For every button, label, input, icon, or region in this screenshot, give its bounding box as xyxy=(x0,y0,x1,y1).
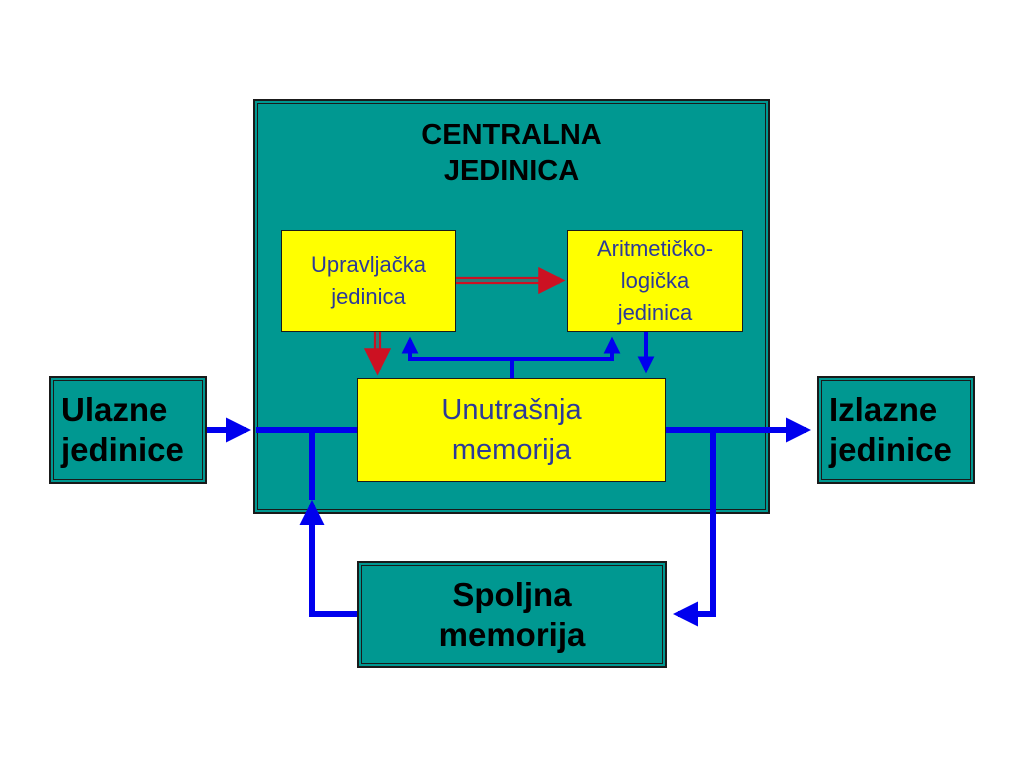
internal-memory-box: Unutrašnja memorija xyxy=(357,378,666,482)
input-units-label: Ulazne jedinice xyxy=(61,391,184,468)
internal-memory-label: Unutrašnja memorija xyxy=(441,394,582,466)
control-unit-box: Upravljačka jedinica xyxy=(281,230,456,332)
output-units-label: Izlazne jedinice xyxy=(829,391,952,468)
arrow-control-unit-to-alu xyxy=(456,266,566,295)
arrow-control-unit-to-internal-memory xyxy=(363,332,392,376)
arrow-internal-memory-to-external-memory xyxy=(672,430,716,627)
input-units-box: Ulazne jedinice xyxy=(49,376,207,484)
alu-box: Aritmetičko- logička jedinica xyxy=(567,230,743,332)
arrow-internal-memory-to-alu xyxy=(512,336,621,361)
output-units-box: Izlazne jedinice xyxy=(817,376,975,484)
control-unit-label: Upravljačka jedinica xyxy=(311,252,426,309)
arrow-external-memory-to-input-line xyxy=(309,520,357,617)
external-memory-label: Spoljna memorija xyxy=(438,575,586,653)
arrow-internal-memory-to-control-unit xyxy=(401,336,512,361)
alu-label: Aritmetičko- logička jedinica xyxy=(596,236,714,325)
external-memory-box: Spoljna memorija xyxy=(357,561,667,668)
central-unit-title: CENTRALNA JEDINICA xyxy=(421,119,602,187)
